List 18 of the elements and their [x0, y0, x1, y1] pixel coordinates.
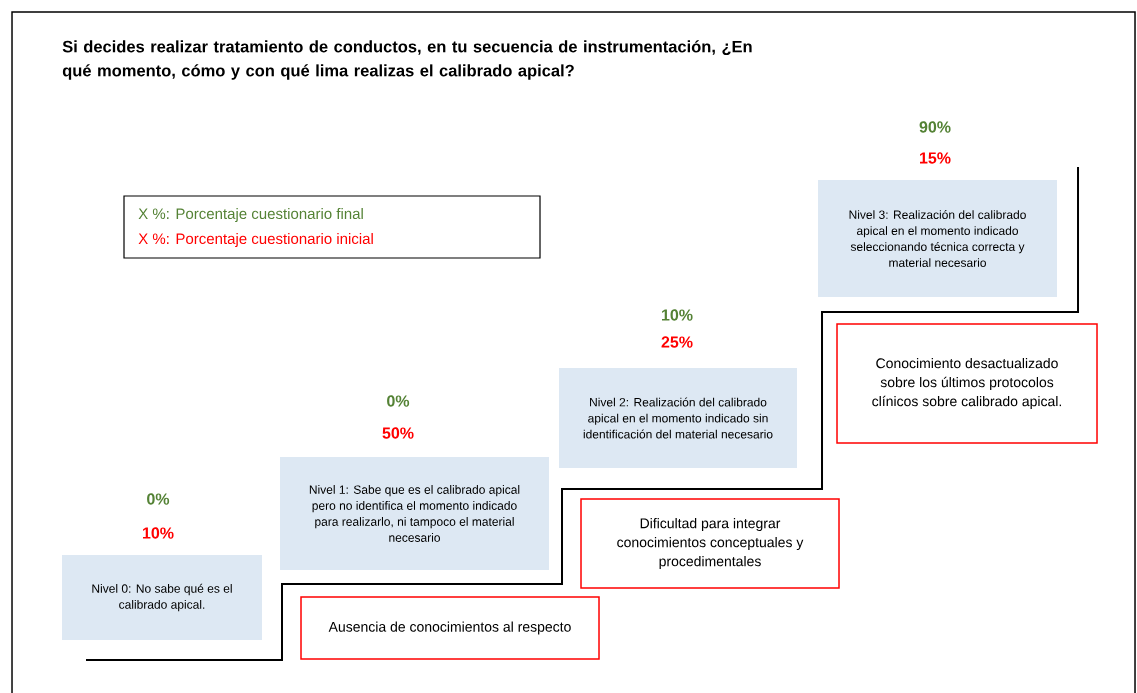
percentage-label: 25%: [661, 336, 693, 348]
barrier-box: Ausencia de conocimientos al respecto: [300, 596, 600, 660]
percentage-label: 0%: [147, 493, 170, 505]
level-box: Nivel 1: Sabe que es el calibrado apical pero no identifica el momento indicado para realizarlo, ni tampoco el material necesario: [280, 457, 549, 570]
percentage-label: 50%: [382, 427, 414, 439]
legend-entry: X %: Porcentaje cuestionario final: [138, 208, 363, 222]
title: Si decides realizar tratamiento de conductos, en tu secuencia de instrumentación, ¿En qué momento, cómo y con qué lima realizas el calibrado apical?: [62, 40, 752, 80]
legend-entry: X %: Porcentaje cuestionario inicial: [138, 233, 373, 247]
barrier-box: Dificultad para integrar conocimientos conceptuales y procedimentales: [580, 498, 840, 589]
percentage-label: 10%: [662, 309, 693, 321]
level-box: Nivel 0: No sabe qué es el calibrado apical.: [62, 555, 262, 640]
percentage-label: 15%: [920, 152, 951, 164]
barrier-box: Conocimiento desactualizado sobre los últimos protocolos clínicos sobre calibrado apical.: [836, 323, 1098, 444]
level-box: Nivel 2: Realización del calibrado apical en el momento indicado sin identificación del material necesario: [559, 368, 797, 468]
percentage-label: 90%: [919, 121, 951, 133]
percentage-label: 0%: [387, 395, 410, 407]
level-box: Nivel 3: Realización del calibrado apical en el momento indicado seleccionando técnica correcta y material necesario: [818, 180, 1057, 297]
percentage-label: 10%: [143, 527, 174, 539]
